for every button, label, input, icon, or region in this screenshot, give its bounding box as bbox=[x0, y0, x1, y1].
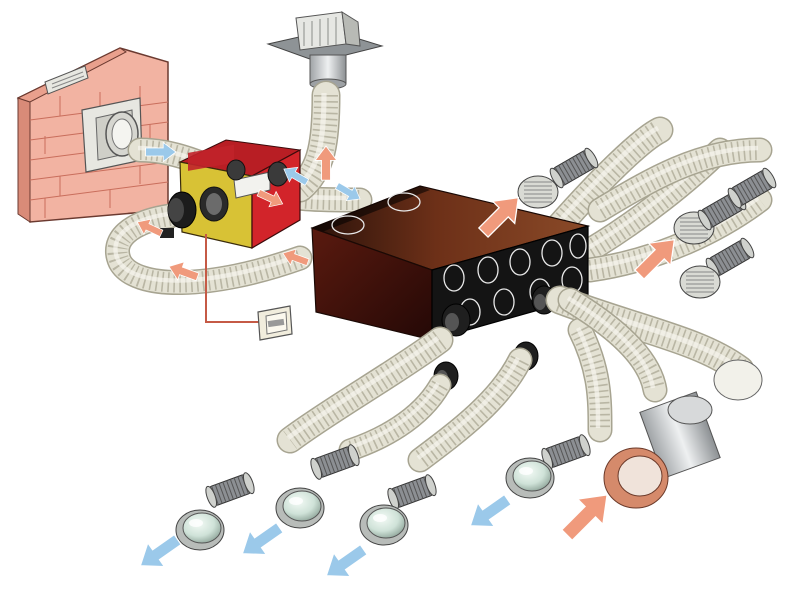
extract-arrow-icon bbox=[334, 182, 361, 202]
terminal-components bbox=[175, 147, 777, 551]
wall-grille-icon bbox=[44, 65, 89, 95]
supply-arrow-icon bbox=[477, 196, 520, 239]
duct-network-front bbox=[276, 285, 755, 473]
supply-arrow-icon bbox=[168, 261, 200, 282]
extract-arrow-icon bbox=[139, 533, 182, 568]
flexible-duct-icon bbox=[407, 347, 533, 473]
supply-sleeve bbox=[603, 359, 763, 509]
duct-filter-icon bbox=[727, 167, 777, 209]
control-wire bbox=[205, 234, 262, 323]
duct-filter-icon bbox=[310, 444, 360, 480]
supply-arrow-icon bbox=[256, 189, 284, 208]
wall-outlet bbox=[81, 97, 143, 173]
supply-arrow-icon bbox=[282, 248, 310, 267]
duct-filter-icon bbox=[205, 472, 255, 508]
extract-arrow-icon bbox=[325, 543, 368, 578]
wall-switch-icon bbox=[257, 305, 293, 341]
supply-arrow-icon bbox=[560, 493, 609, 542]
duct-filter-icon bbox=[541, 434, 591, 470]
flexible-duct-icon bbox=[587, 137, 773, 223]
flexible-duct-icon bbox=[338, 373, 452, 462]
air-valve-icon bbox=[175, 509, 225, 551]
flexible-duct-icon bbox=[105, 203, 313, 295]
flexible-duct-icon bbox=[276, 326, 454, 454]
black-connector bbox=[160, 191, 197, 238]
duct-filter-icon bbox=[549, 147, 599, 189]
extract-arrow-icon bbox=[469, 493, 512, 528]
flexible-duct-icon bbox=[557, 287, 668, 403]
flexible-duct-icon bbox=[546, 116, 674, 239]
air-valve-icon bbox=[359, 504, 409, 546]
wall-grille-icon bbox=[679, 265, 721, 299]
distribution-plenum-icon bbox=[310, 185, 591, 391]
flexible-duct-icon bbox=[567, 317, 613, 443]
brick-wall bbox=[16, 47, 169, 223]
supply-arrow-icon bbox=[136, 218, 164, 237]
extract-arrow-icon bbox=[283, 166, 310, 186]
roof-vent-icon bbox=[266, 11, 384, 90]
extract-arrow-icon bbox=[145, 141, 177, 163]
air-valve-icon bbox=[505, 457, 555, 499]
wall-grille-icon bbox=[517, 175, 559, 209]
airflow-arrows bbox=[136, 141, 676, 578]
air-valve-icon bbox=[275, 487, 325, 529]
extract-arrow-icon bbox=[241, 521, 284, 556]
supply-arrow-icon bbox=[633, 238, 676, 281]
duct-filter-icon bbox=[387, 474, 437, 510]
supply-arrow-icon bbox=[314, 145, 338, 181]
